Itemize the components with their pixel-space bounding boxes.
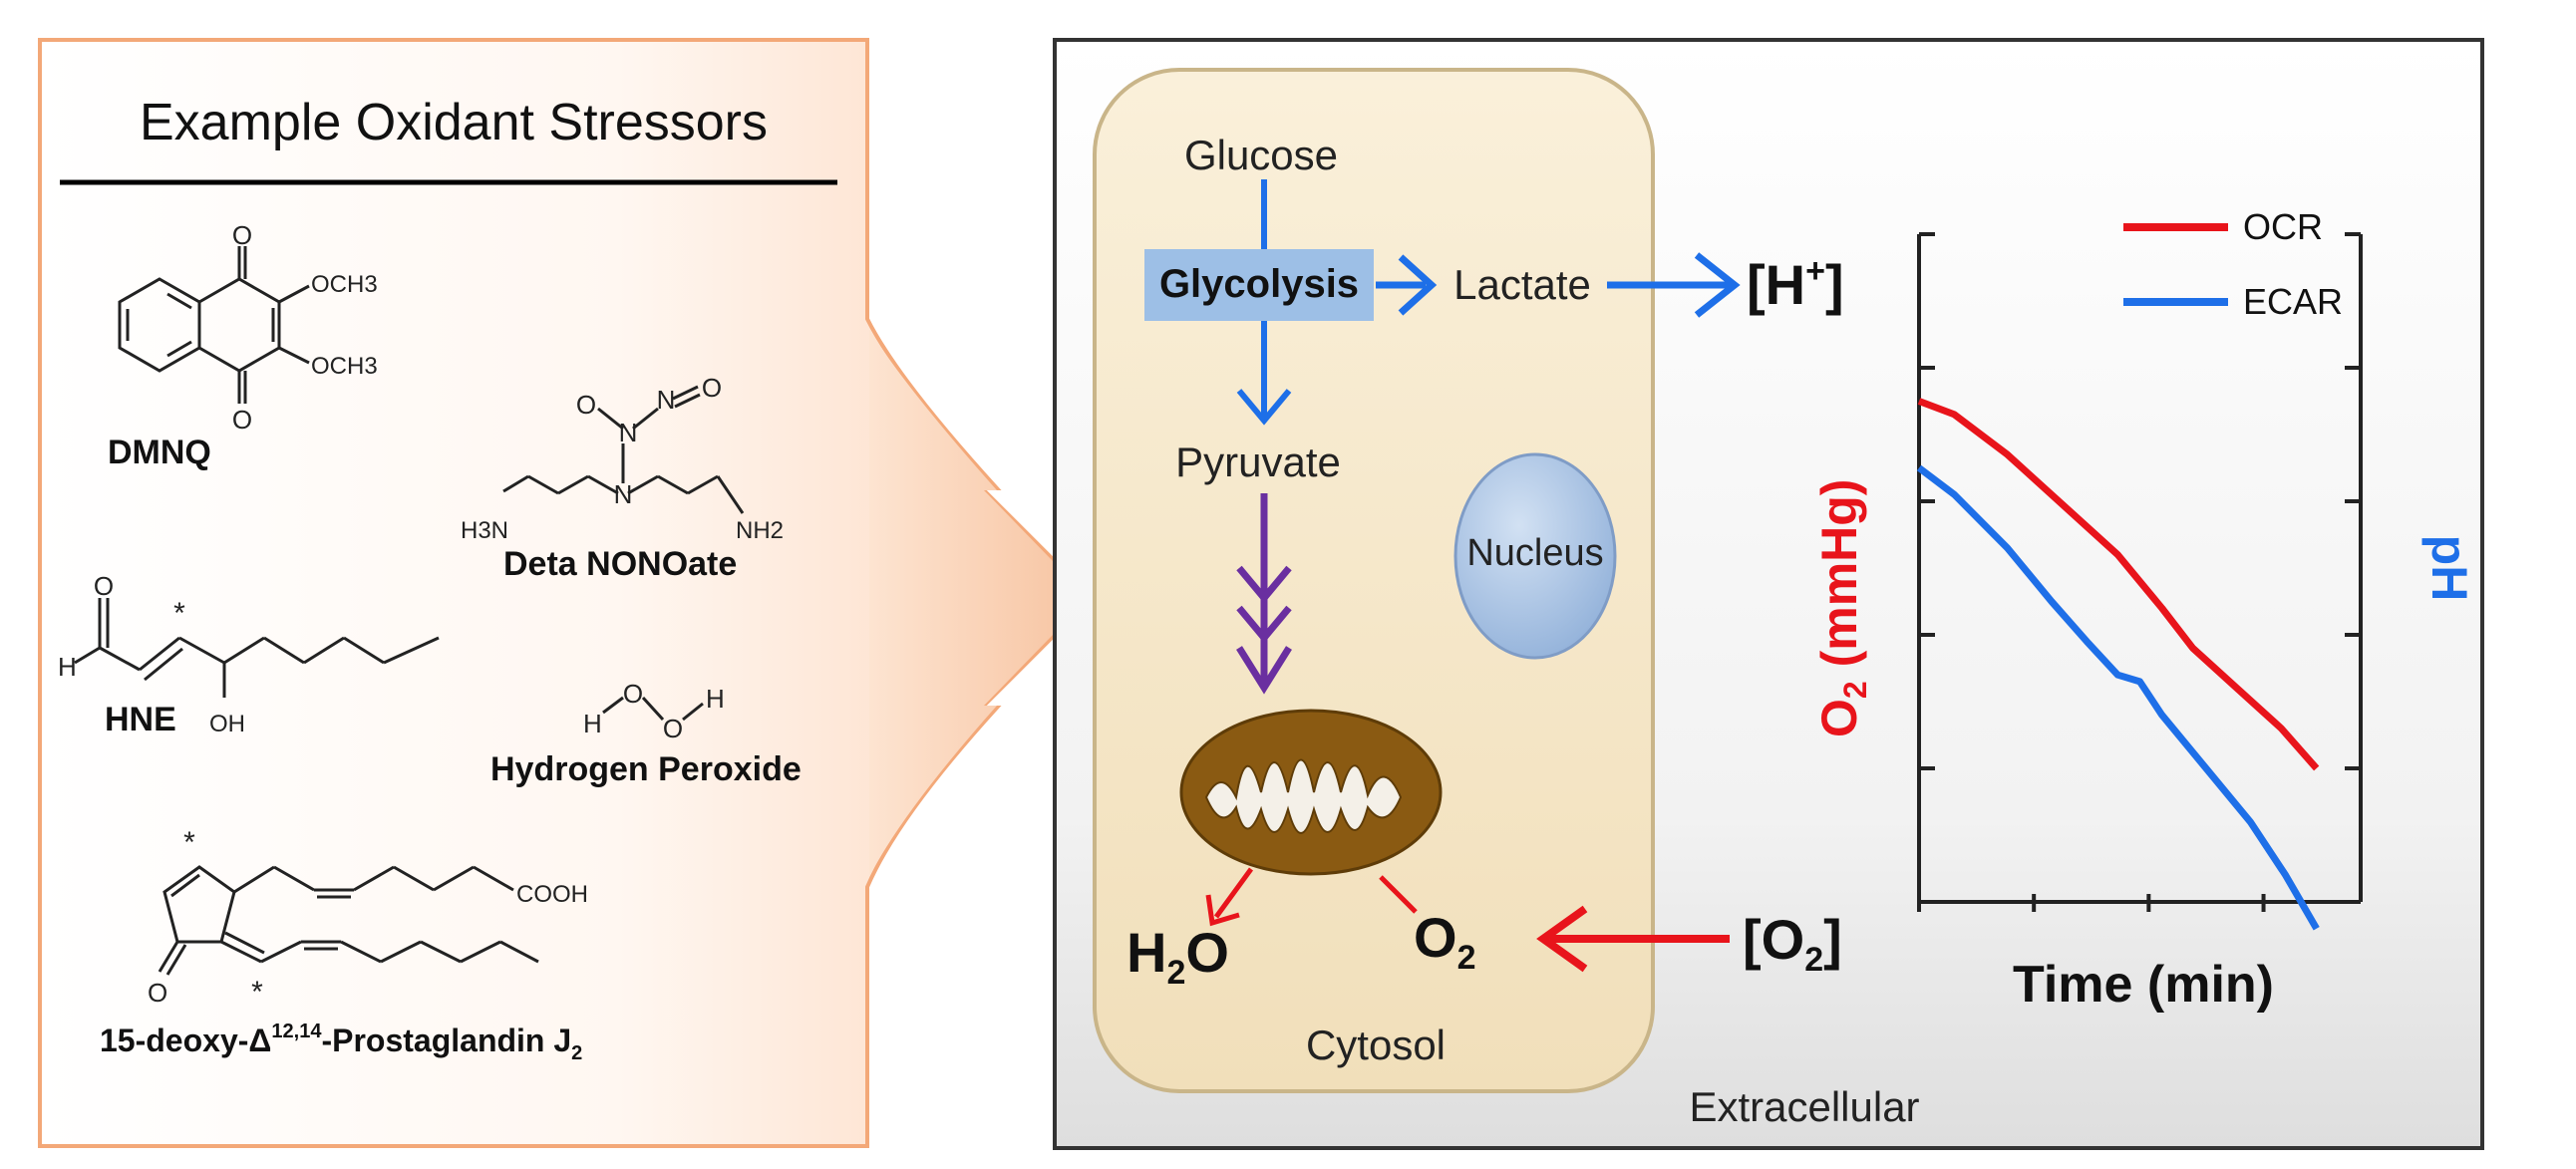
o2-inside-label: O2 [1414,906,1475,977]
o2-ext-sub: 2 [1804,941,1823,979]
dmnq-structure [118,246,310,404]
h2o2-h-left: H [583,709,602,738]
chart-y-label-sub: 2 [1837,681,1873,699]
chart-y-label-left: O2 (mmHg) [1811,479,1873,737]
pgj2-name-sub: 2 [571,1042,582,1064]
glycolysis-label: Glycolysis [1159,262,1359,306]
series-line-ecar [1916,464,2320,931]
pgj2-name: 15-deoxy-Δ12,14-Prostaglandin J2 [100,1021,582,1064]
h2o-sub: 2 [1166,954,1185,992]
hne-star: * [173,597,185,630]
pgj2-name-sup: 12,14 [271,1021,322,1042]
h-plus-open: [H [1747,253,1805,316]
oxygen-ph-chart: OCR ECAR Time (min) O2 (mmHg) pH [1811,206,2477,1014]
left-panel-title: Example Oxidant Stressors [140,94,768,151]
hne-h: H [58,652,77,682]
legend-label-ocr: OCR [2243,206,2323,247]
deta-n-upper: N [619,418,638,447]
h2o2-name: Hydrogen Peroxide [490,750,802,788]
lactate-label: Lactate [1453,261,1591,308]
deta-o-minus: O [576,390,596,420]
hne-oh: OH [209,711,245,737]
h-plus-label: [H+] [1747,252,1844,316]
chart-series [1916,398,2320,931]
chart-y-label-main: O [1811,699,1867,737]
glycolysis-box [1144,249,1374,321]
deta-n-center: N [614,479,633,509]
hne-structure [74,598,440,698]
h-plus-sup: + [1805,252,1825,290]
o2-inside-main: O [1414,906,1457,969]
dmnq-o-top: O [232,220,252,250]
chart-y-label-right: pH [2421,535,2477,602]
cytosol-label: Cytosol [1306,1022,1446,1068]
nucleus-label: Nucleus [1466,532,1603,574]
h2o2-h-right: H [706,684,725,714]
mitochondrion-icon [1179,709,1443,876]
chart-y-label-rest: (mmHg) [1811,479,1867,682]
h2o2-o-right: O [663,714,683,743]
hne-o: O [94,571,114,601]
pgj2-star-bottom: * [251,976,263,1009]
left-panel-arrow-shade [869,329,1089,877]
chart-legend: OCR ECAR [2123,206,2343,322]
o2-ext-open: [O [1743,908,1804,971]
mito-to-h2o-arrowhead [1205,894,1240,927]
extracellular-label: Extracellular [1689,1083,1919,1130]
left-panel-callout [38,38,1095,1148]
series-line-ocr [1917,398,2320,771]
pgj2-o: O [148,978,167,1008]
dmnq-name: DMNQ [108,434,211,471]
pgj2-cooh: COOH [516,881,588,908]
h2o-label: H2O [1127,921,1229,992]
glycolysis-to-pyruvate-arrowhead [1236,389,1292,426]
h2o-tail: O [1185,921,1229,984]
ext-o2-to-cell-arrowhead [1536,905,1588,973]
deta-nh3: H3N [461,517,508,544]
pgj2-star-top: * [183,826,195,859]
dmnq-substituent-top: OCH3 [311,271,378,298]
deta-structure [502,385,745,514]
deta-o-double: O [702,373,722,403]
mito-to-h2o-arrow [1213,867,1254,919]
pgj2-structure [158,865,539,976]
dmnq-substituent-bottom: OCH3 [311,353,378,380]
chart-ticks [1917,232,2361,912]
deta-n-right: N [657,385,676,415]
o2-to-mito-line [1379,875,1418,914]
h2o2-o-left: O [623,679,643,709]
hne-name: HNE [105,701,176,738]
h-plus-close: ] [1825,253,1844,316]
h2o2-structure [602,696,704,722]
pgj2-name-prefix: 15-deoxy-Δ [100,1023,271,1058]
deta-name: Deta NONOate [503,545,737,583]
pyruvate-label: Pyruvate [1175,438,1341,485]
dmnq-o-bottom: O [232,405,252,435]
h2o-main: H [1127,921,1166,984]
pyruvate-to-mito-arrow [1236,493,1292,695]
glycolysis-to-lactate-arrowhead [1398,254,1438,316]
legend-label-ecar: ECAR [2243,281,2343,322]
glucose-label: Glucose [1184,132,1338,178]
lactate-to-hplus-arrowhead [1694,252,1741,318]
right-panel: Glucose Glycolysis Lactate [H+] Pyruvate… [1053,38,2484,1150]
o2-inside-sub: 2 [1457,939,1476,977]
o2-ext-label: [O2] [1743,908,1842,979]
chart-x-label: Time (min) [2013,956,2274,1014]
nucleus-icon [1453,452,1617,660]
deta-nh2: NH2 [736,517,784,544]
left-panel: Example Oxidant Stressors O O OCH3 OCH3 … [38,38,1095,1148]
o2-ext-close: ] [1823,908,1842,971]
pgj2-name-main: -Prostaglandin J [321,1023,571,1058]
